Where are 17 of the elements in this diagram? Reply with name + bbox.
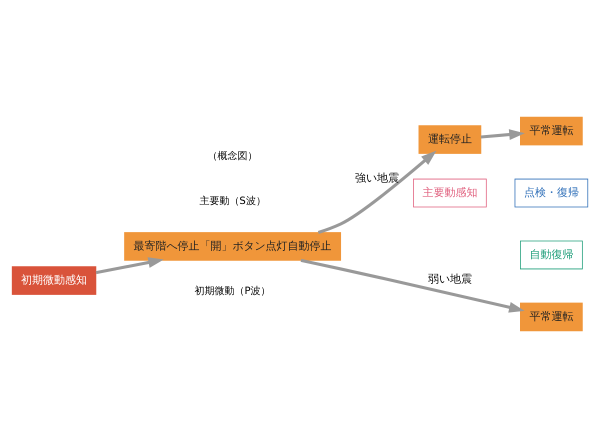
node-box: 初期微動感知 — [12, 266, 96, 295]
node-box: 主要動感知 — [413, 178, 487, 208]
arrow — [480, 129, 525, 140]
label: 主要動（S波） — [199, 196, 266, 208]
arrow — [300, 258, 525, 313]
label: 初期微動（P波） — [194, 286, 271, 298]
label: （概念図） — [208, 151, 258, 162]
arrow — [96, 257, 164, 274]
node-box: 最寄階へ停止「開」ボタン点灯自動停止 — [124, 232, 342, 261]
node-box: 自動復帰 — [520, 240, 583, 270]
edge-label: 弱い地震 — [428, 272, 472, 286]
node-box: 運転停止 — [418, 125, 482, 154]
node-box: 点検・復帰 — [514, 178, 588, 208]
node-box: 平常運転 — [520, 116, 583, 146]
edge-label: 強い地震 — [355, 172, 400, 185]
arrow — [318, 150, 436, 234]
node-box: 平常運転 — [520, 302, 583, 332]
